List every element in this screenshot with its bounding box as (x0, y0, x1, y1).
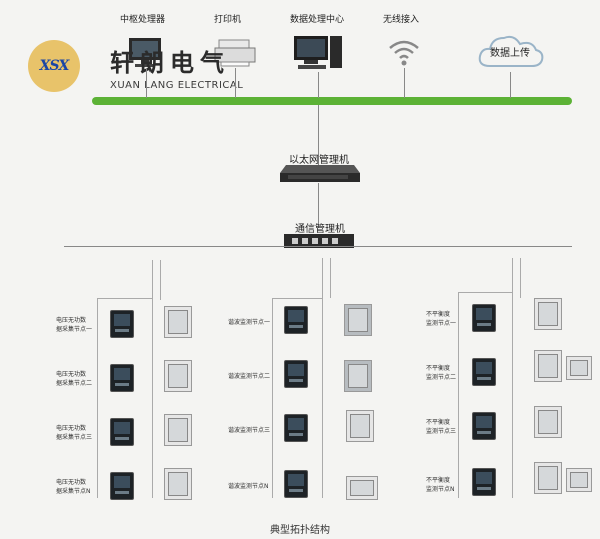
cabinet-icon (534, 298, 562, 330)
group2-node4-label: 谐波监测节点N (228, 483, 269, 490)
label-wireless-access: 无线接入 (383, 15, 420, 25)
cabinet-icon (534, 406, 562, 438)
wireless-icon (389, 40, 419, 66)
group2-node3-label: 谐波监测节点三 (228, 427, 271, 434)
device-box-icon (346, 476, 378, 500)
ethernet-switch-icon (280, 165, 360, 182)
power-meter-icon (110, 472, 134, 500)
group3-node3-label: 不平衡度监测节点三 (426, 419, 457, 435)
brand-name-cn: 轩朗电气 (110, 49, 230, 77)
power-meter-icon (110, 310, 134, 338)
comm-manager-icon (284, 234, 354, 248)
group1-node4-label: 电压无功数据采集节点N (56, 479, 91, 495)
power-meter-icon (110, 364, 134, 392)
group2-node1-label: 谐波监测节点一 (228, 319, 271, 326)
power-meter-icon (284, 414, 308, 442)
substation-photo-icon (344, 360, 372, 392)
cabinet-icon (164, 414, 192, 446)
power-meter-icon (472, 468, 496, 496)
power-meter-icon (284, 360, 308, 388)
label-printer: 打印机 (214, 15, 242, 25)
group3-node1-label: 不平衡度监测节点一 (426, 311, 457, 327)
cabinet-icon (534, 462, 562, 494)
cabinet-icon (164, 468, 192, 500)
cabinet-icon (534, 350, 562, 382)
cabinet-icon (346, 410, 374, 442)
logo-text: XSX (39, 58, 70, 74)
meter-box-icon (566, 468, 592, 492)
group1-node2-label: 电压无功数据采集节点二 (56, 371, 93, 387)
brand-logo: XSX (28, 40, 80, 92)
label-central-processor: 中枢处理器 (120, 15, 166, 25)
group1-node3-label: 电压无功数据采集节点三 (56, 425, 93, 441)
power-meter-icon (472, 304, 496, 332)
cabinet-icon (164, 306, 192, 338)
cloud-icon (478, 35, 544, 67)
central-processor-icon (129, 38, 161, 67)
distribution-line (64, 246, 572, 247)
power-meter-icon (284, 470, 308, 498)
power-meter-icon (472, 358, 496, 386)
cabinet-icon (164, 360, 192, 392)
data-center-icon (294, 36, 342, 69)
meter-box-icon (566, 356, 592, 380)
group1-node1-label: 电压无功数据采集节点一 (56, 317, 93, 333)
network-bus (92, 97, 572, 105)
substation-photo-icon (344, 304, 372, 336)
power-meter-icon (284, 306, 308, 334)
group2-node2-label: 谐波监测节点二 (228, 373, 271, 380)
printer-icon (214, 39, 256, 67)
group3-node4-label: 不平衡度监测节点N (426, 477, 455, 493)
cloud-label: 数据上传 (490, 48, 530, 59)
diagram-caption: 典型拓扑结构 (270, 525, 330, 536)
comm-manager-label: 通信管理机 (295, 224, 345, 235)
power-meter-icon (110, 418, 134, 446)
brand-name-en: XUAN LANG ELECTRICAL (110, 80, 244, 91)
ethernet-switch-label: 以太网管理机 (289, 155, 349, 166)
group3-node2-label: 不平衡度监测节点二 (426, 365, 457, 381)
label-data-center: 数据处理中心 (290, 15, 345, 25)
power-meter-icon (472, 412, 496, 440)
